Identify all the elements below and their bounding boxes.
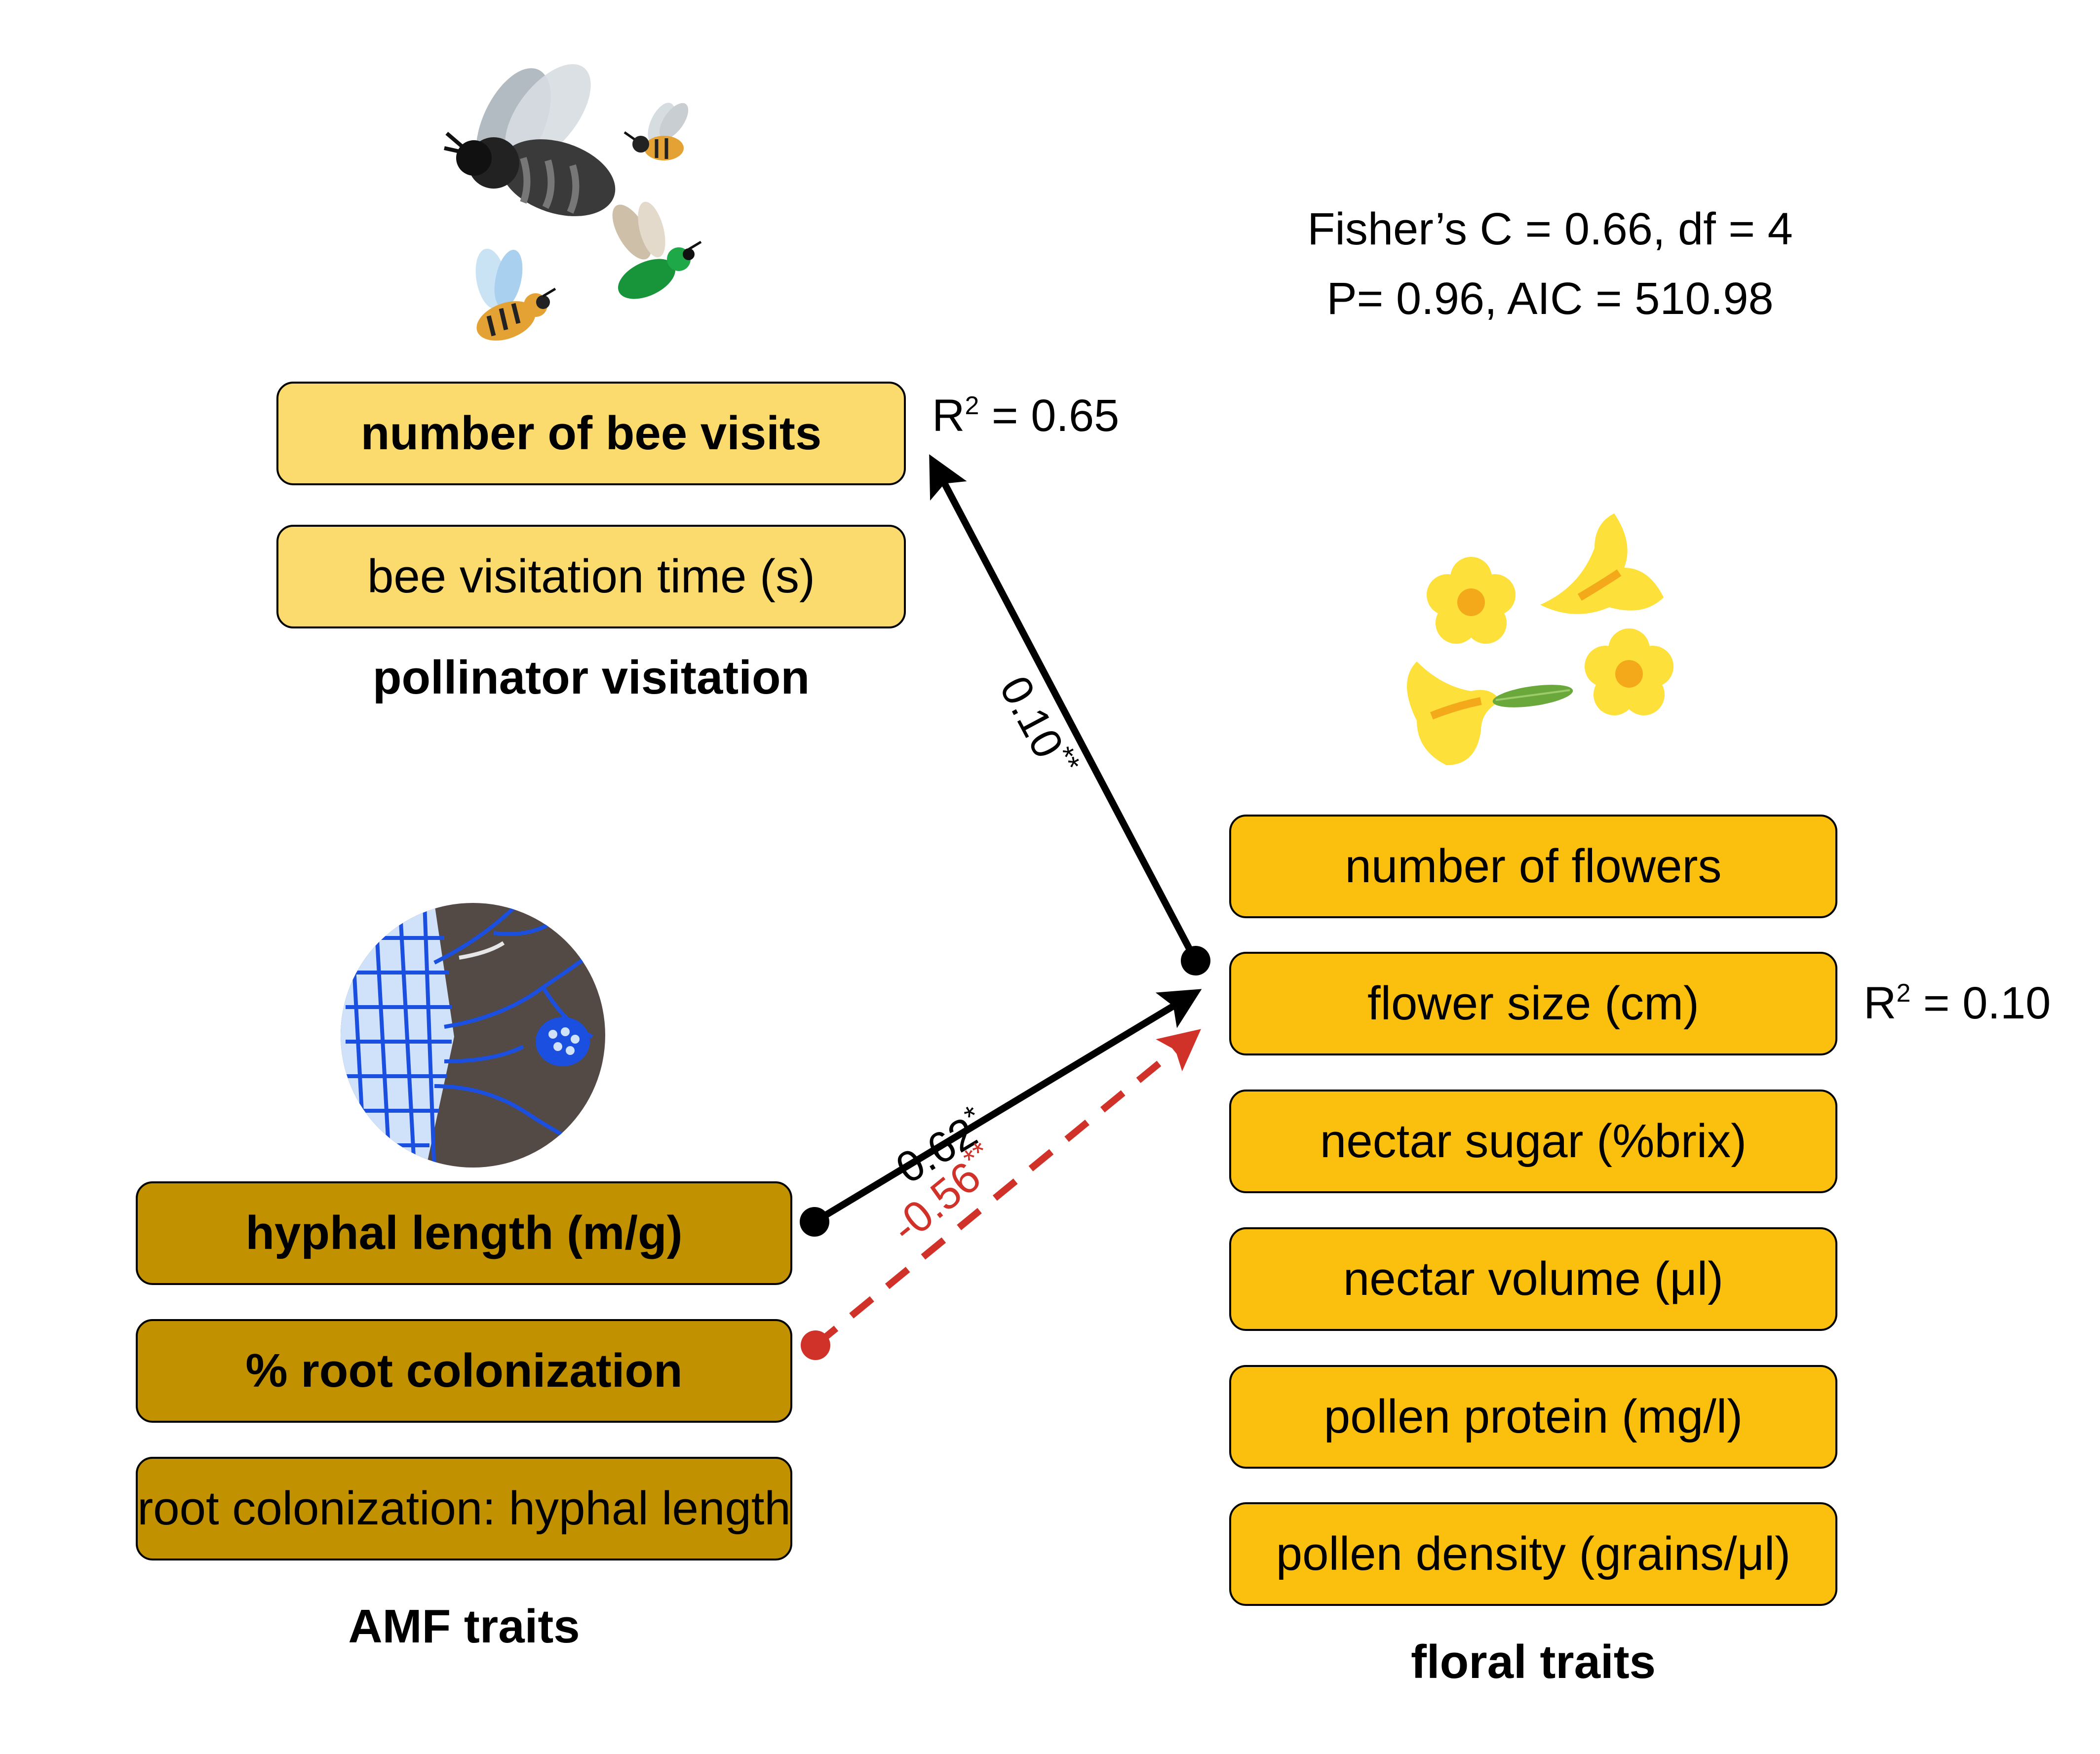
r2-pollinator-superscript: 2 <box>965 391 979 420</box>
box-number-of-bee-visits: number of bee visits <box>276 382 906 485</box>
box-pollen-protein: pollen protein (mg/l) <box>1229 1365 1837 1469</box>
path-hyphal-origin-dot <box>800 1207 829 1237</box>
box-root-colonization: % root colonization <box>136 1319 792 1423</box>
path-root-to-floral <box>813 1029 1201 1348</box>
green-bee-icon <box>612 201 702 299</box>
r2-pollinator-value: = 0.65 <box>979 390 1120 441</box>
path-hyphal-to-floral <box>813 989 1202 1225</box>
box-pollen-density: pollen density (grains/μl) <box>1229 1502 1837 1606</box>
box-number-of-flowers: number of flowers <box>1229 815 1837 918</box>
box-flower-size: flower size (cm) <box>1229 952 1837 1055</box>
r2-floral-prefix: R <box>1864 978 1897 1028</box>
box-nectar-volume: nectar volume (μl) <box>1229 1227 1837 1331</box>
caption-floral-traits: floral traits <box>1410 1636 1656 1688</box>
r2-floral: R2 = 0.10 <box>1864 977 2051 1029</box>
path-root-origin-dot <box>801 1330 830 1360</box>
caption-pollinator-visitation: pollinator visitation <box>372 651 810 704</box>
small-bee-icon <box>475 248 556 341</box>
fit-statistics-line2: P= 0.96, AIC = 510.98 <box>1326 273 1774 324</box>
box-bee-visitation-time: bee visitation time (s) <box>276 525 906 628</box>
box-root-colonization-hyphal-length: root colonization: hyphal length <box>136 1457 792 1560</box>
box-nectar-sugar: nectar sugar (%brix) <box>1229 1090 1837 1193</box>
bumblebee-icon <box>444 64 616 216</box>
r2-floral-value: = 0.10 <box>1910 978 2051 1028</box>
amf-micrograph-icon <box>341 903 605 1168</box>
honeybee-icon <box>623 103 689 160</box>
path-floral-origin-dot <box>1181 946 1210 975</box>
r2-pollinator-prefix: R <box>932 390 965 441</box>
flower-icon <box>1407 513 1673 765</box>
box-hyphal-length: hyphal length (m/g) <box>136 1181 792 1285</box>
r2-floral-superscript: 2 <box>1896 979 1911 1008</box>
path-floral-to-bees <box>929 454 1199 963</box>
r2-pollinator: R2 = 0.65 <box>932 390 1119 442</box>
fit-statistics-line1: Fisher’s C = 0.66, df = 4 <box>1307 204 1793 254</box>
caption-amf-traits: AMF traits <box>348 1600 580 1653</box>
